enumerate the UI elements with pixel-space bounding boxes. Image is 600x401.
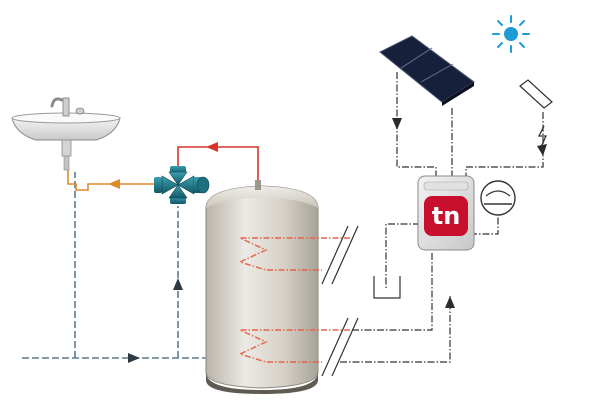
cold-flow-arrow-right: [128, 353, 140, 363]
mixing-valve-icon: [154, 166, 210, 204]
upper-heat-coil: [238, 237, 350, 271]
mixed-flow-arrow: [108, 179, 120, 189]
control-arrow-down: [392, 118, 402, 130]
sink-icon: [11, 97, 121, 171]
storage-tank-icon: [205, 180, 319, 394]
control-arrow-up: [445, 296, 455, 308]
ground-line: [385, 223, 420, 288]
sensor-icon: [519, 79, 553, 109]
lightning-icon: [537, 125, 548, 148]
break-marks: [321, 225, 359, 377]
coil-return-upper: [352, 252, 433, 331]
coil-return-lower: [340, 296, 451, 363]
sensor-line: [465, 112, 544, 178]
solar-panel-icon: [379, 35, 475, 106]
lightning-arrow: [537, 144, 547, 156]
cold-flow-arrow-up: [173, 278, 183, 290]
logo-text: tn: [432, 202, 461, 230]
controller-icon: tn: [417, 175, 475, 251]
mixed-water-line: [67, 168, 160, 191]
gauge-line: [470, 210, 499, 235]
gauge-icon: [480, 180, 516, 216]
lower-heat-coil: [238, 329, 350, 363]
hot-flow-arrow: [206, 142, 218, 152]
ground-icon: [373, 276, 401, 299]
sun-icon: [492, 15, 530, 53]
